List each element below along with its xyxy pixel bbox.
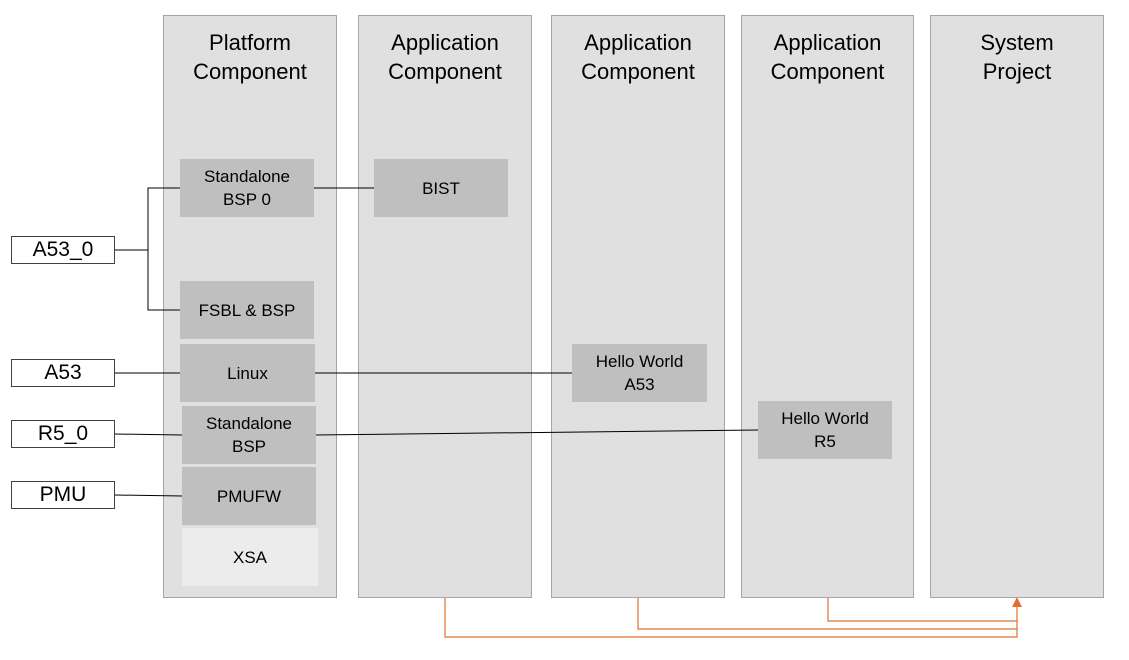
- bist-box: BIST: [374, 159, 508, 217]
- application-component-column-2: Application Component: [551, 15, 725, 598]
- arrow-app1-to-system: [444, 598, 1018, 638]
- pmufw-box: PMUFW: [182, 467, 316, 525]
- xsa-box: XSA: [182, 528, 318, 586]
- column-title: System Project: [980, 30, 1054, 84]
- fsbl-bsp-box: FSBL & BSP: [180, 281, 314, 339]
- column-title: Application Component: [581, 30, 695, 84]
- arrow-app3-to-system: [827, 598, 1017, 622]
- system-project-column: System Project: [930, 15, 1104, 598]
- application-component-column-3: Application Component: [741, 15, 914, 598]
- processor-pmu: PMU: [11, 481, 115, 509]
- hello-world-r5-box: Hello World R5: [758, 401, 892, 459]
- processor-r5-0: R5_0: [11, 420, 115, 448]
- application-component-column-1: Application Component: [358, 15, 532, 598]
- standalone-bsp-box: Standalone BSP: [182, 406, 316, 464]
- column-title: Platform Component: [193, 30, 307, 84]
- hello-world-a53-box: Hello World A53: [572, 344, 707, 402]
- processor-a53-0: A53_0: [11, 236, 115, 264]
- processor-a53: A53: [11, 359, 115, 387]
- arrow-app2-to-system: [637, 598, 1017, 630]
- arrowhead: [1012, 597, 1022, 607]
- linux-box: Linux: [180, 344, 315, 402]
- column-title: Application Component: [388, 30, 502, 84]
- standalone-bsp0-box: Standalone BSP 0: [180, 159, 314, 217]
- column-title: Application Component: [770, 30, 885, 84]
